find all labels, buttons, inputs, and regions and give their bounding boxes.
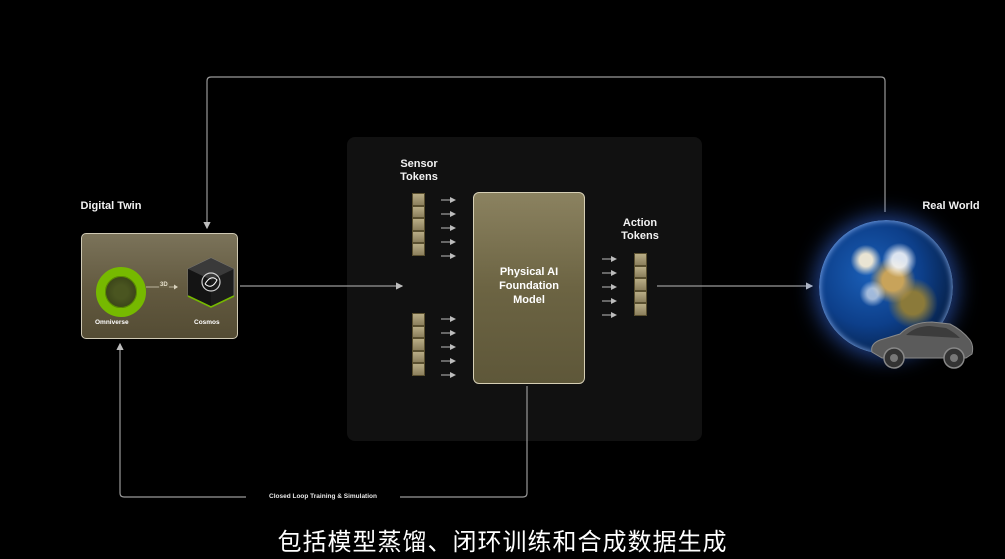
video-subtitle: 包括模型蒸馏、闭环训练和合成数据生成 — [277, 528, 728, 556]
token — [412, 205, 425, 219]
foundation-model-label: Physical AI Foundation Model — [499, 266, 559, 306]
digital-twin-box: Omniverse 3D Cosmos — [81, 233, 238, 339]
token — [634, 290, 647, 304]
token — [412, 218, 425, 231]
token — [412, 193, 425, 206]
token — [412, 243, 425, 256]
sensor-token-stack-upper — [412, 193, 425, 256]
action-token-stack — [634, 253, 647, 316]
real-world-title: Real World — [922, 200, 980, 212]
action-tokens-title: Action Tokens — [621, 217, 659, 242]
token — [412, 313, 425, 326]
omniverse-label: Omniverse — [95, 319, 129, 326]
token — [412, 230, 425, 244]
closed-loop-caption: Closed Loop Training & Simulation — [269, 493, 377, 500]
sensor-upper-arrows — [441, 197, 456, 259]
token — [412, 338, 425, 351]
token — [412, 325, 425, 339]
token — [634, 303, 647, 316]
bottom-loop-line — [120, 344, 528, 498]
token — [634, 278, 647, 291]
sensor-tokens-title: Sensor Tokens — [400, 158, 438, 183]
cosmos-label: Cosmos — [194, 319, 220, 326]
token — [634, 253, 647, 266]
action-input-arrows — [602, 256, 617, 318]
token — [412, 363, 425, 376]
cosmos-cube-icon — [187, 257, 235, 308]
foundation-model-box: Physical AI Foundation Model — [473, 192, 585, 384]
car-icon — [871, 321, 974, 369]
token — [412, 350, 425, 364]
sensor-lower-arrows — [441, 316, 456, 378]
omniverse-logo-icon — [96, 267, 146, 317]
top-loop-line — [203, 76, 886, 230]
token — [634, 265, 647, 279]
sensor-token-stack-lower — [412, 313, 425, 376]
digital-twin-title: Digital Twin — [80, 200, 142, 212]
mini-3d-label: 3D — [159, 282, 169, 288]
